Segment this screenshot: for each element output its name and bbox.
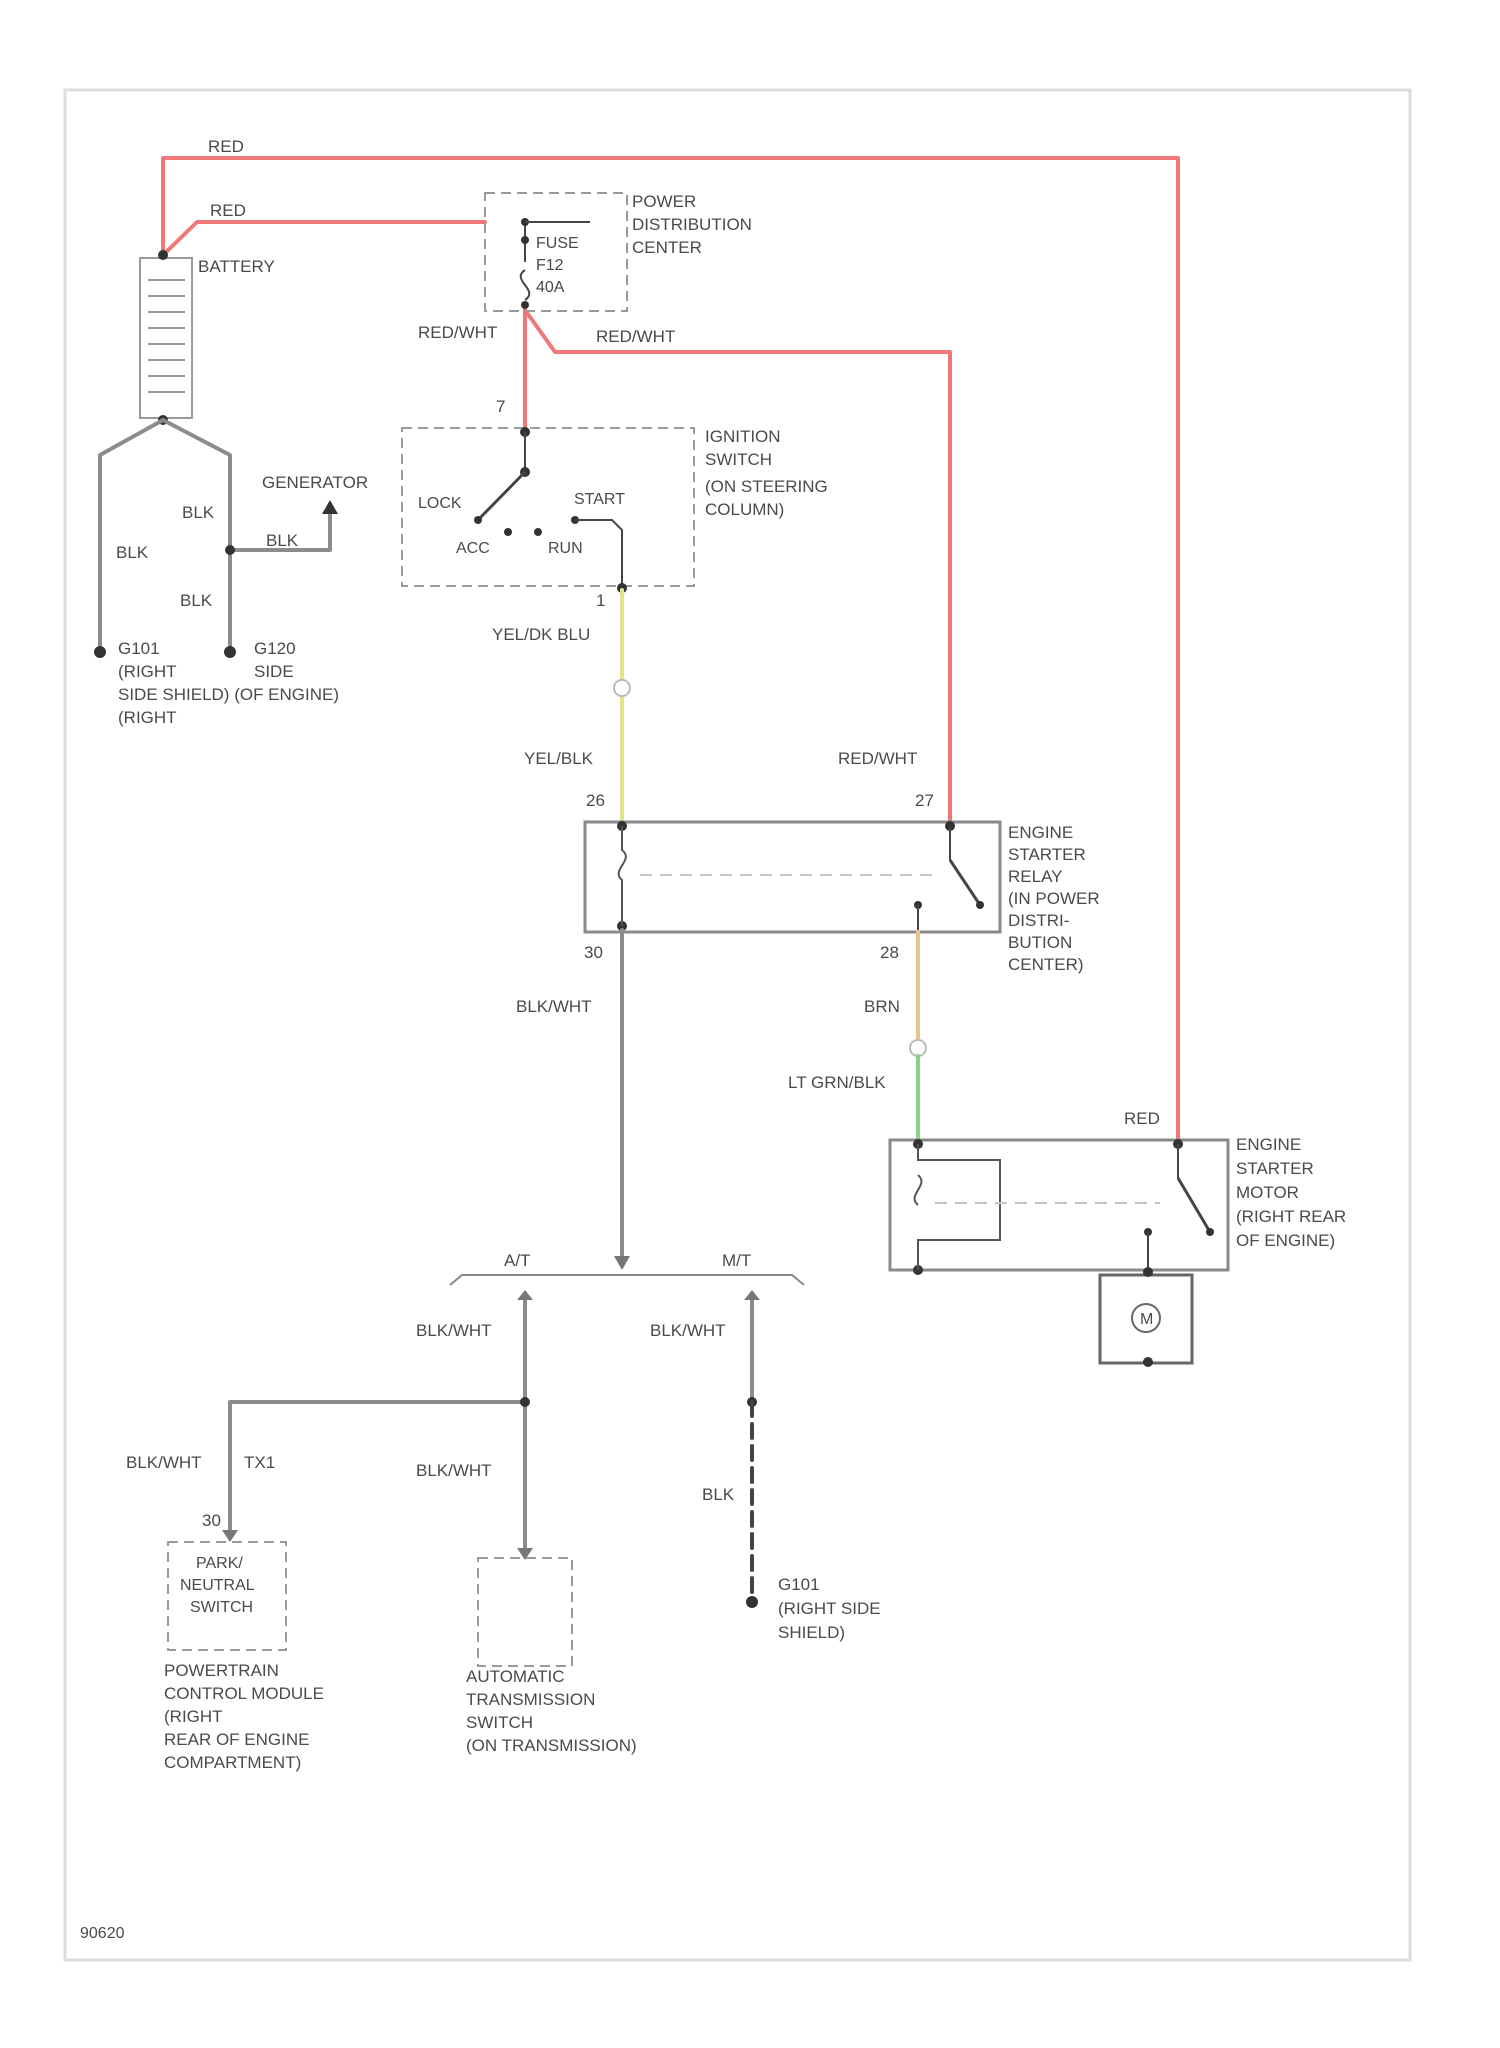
generator-arrow xyxy=(322,500,338,514)
wire-label-blk-ground: BLK xyxy=(702,1485,735,1504)
branch-label-at: A/T xyxy=(504,1251,530,1270)
connector-brn xyxy=(910,1040,926,1056)
trans-label-2: TRANSMISSION xyxy=(466,1690,595,1709)
pin-label-tx1: TX1 xyxy=(244,1453,275,1472)
trans-label-1: AUTOMATIC xyxy=(466,1667,565,1686)
wire-label-red-fuse: RED xyxy=(210,201,246,220)
pin-label-26: 26 xyxy=(586,791,605,810)
ground-g120-terminal xyxy=(224,646,236,658)
wire-label-blk-wht-at: BLK/WHT xyxy=(416,1321,492,1340)
red-wht-wire-fuse-to-relay xyxy=(525,310,950,822)
pin-label-30b: 30 xyxy=(202,1511,221,1530)
wire-label-blk-2: BLK xyxy=(266,531,299,550)
fuse-number: F12 xyxy=(536,257,564,274)
wire-label-blk-wht-main: BLK/WHT xyxy=(516,997,592,1016)
ignition-label-2: SWITCH xyxy=(705,450,772,469)
ignition-pos-start: START xyxy=(574,491,625,508)
engine-starter-relay xyxy=(585,821,1000,932)
battery xyxy=(140,250,192,425)
pnsw-label-3: SWITCH xyxy=(190,1599,253,1616)
wire-label-yel-blk: YEL/BLK xyxy=(524,749,594,768)
ignition-label-4: COLUMN) xyxy=(705,500,784,519)
red-wire-battery-to-fuse xyxy=(163,222,485,255)
pcm-label-4: REAR OF ENGINE xyxy=(164,1730,309,1749)
motor-label-1: ENGINE xyxy=(1236,1135,1301,1154)
ignition-pos-run: RUN xyxy=(548,540,583,557)
wire-label-generator: GENERATOR xyxy=(262,473,368,492)
relay-label-2: STARTER xyxy=(1008,845,1086,864)
wire-label-red-motor: RED xyxy=(1124,1109,1160,1128)
ground-g101-line2: (RIGHT xyxy=(118,662,177,681)
wire-label-yel-dk-blu: YEL/DK BLU xyxy=(492,625,590,644)
wire-label-brn: BRN xyxy=(864,997,900,1016)
motor-label-2: STARTER xyxy=(1236,1159,1314,1178)
blk-wire-battery-ground-left xyxy=(100,420,163,650)
relay-label-3: RELAY xyxy=(1008,867,1063,886)
relay-label-7: CENTER) xyxy=(1008,955,1084,974)
wire-label-red-wht-relay: RED/WHT xyxy=(838,749,917,768)
motor-symbol: M xyxy=(1140,1311,1153,1328)
ground-g120-label: G120 xyxy=(254,639,296,658)
fuse-label: FUSE xyxy=(536,235,579,252)
connector-yel xyxy=(614,680,630,696)
battery-label: BATTERY xyxy=(198,257,275,276)
footer-code: 90620 xyxy=(80,1925,125,1942)
ground-g101-bottom-terminal xyxy=(746,1596,758,1608)
pin-label-7: 7 xyxy=(496,397,505,416)
relay-label-4: (IN POWER xyxy=(1008,889,1100,908)
trans-label-4: (ON TRANSMISSION) xyxy=(466,1736,637,1755)
pcm-label-5: COMPARTMENT) xyxy=(164,1753,301,1772)
wire-label-red-wht-right: RED/WHT xyxy=(596,327,675,346)
ground-g101-terminal xyxy=(94,646,106,658)
auto-trans-switch-box xyxy=(478,1558,572,1666)
engine-starter-motor xyxy=(890,1139,1228,1367)
pnsw-label-2: NEUTRAL xyxy=(180,1577,255,1594)
pcm-label-1: POWERTRAIN xyxy=(164,1661,279,1680)
wire-label-blk-4: BLK xyxy=(180,591,213,610)
wire-label-blk-wht-mt: BLK/WHT xyxy=(650,1321,726,1340)
motor-label-4: (RIGHT REAR xyxy=(1236,1207,1346,1226)
motor-label-3: MOTOR xyxy=(1236,1183,1299,1202)
wire-label-red-wht-left: RED/WHT xyxy=(418,323,497,342)
relay-label-6: BUTION xyxy=(1008,933,1072,952)
ground-g101-line4: (RIGHT xyxy=(118,708,177,727)
pnsw-label-1: PARK/ xyxy=(196,1555,243,1572)
relay-label-5: DISTRI- xyxy=(1008,911,1069,930)
ground-br-label-3: SHIELD) xyxy=(778,1623,845,1642)
blk-wire-battery-ground-right xyxy=(163,420,230,650)
relay-label-1: ENGINE xyxy=(1008,823,1073,842)
ignition-pos-acc: ACC xyxy=(456,540,490,557)
pcm-label-2: CONTROL MODULE xyxy=(164,1684,324,1703)
trans-label-3: SWITCH xyxy=(466,1713,533,1732)
pdc-label-2: DISTRIBUTION xyxy=(632,215,752,234)
pdc-label-1: POWER xyxy=(632,192,696,211)
ground-br-label-1: G101 xyxy=(778,1575,820,1594)
ignition-label-1: IGNITION xyxy=(705,427,781,446)
wire-label-red-top: RED xyxy=(208,137,244,156)
pin-label-30: 30 xyxy=(584,943,603,962)
pdc-label-3: CENTER xyxy=(632,238,702,257)
splice-arrow xyxy=(614,1256,630,1270)
pin-label-28: 28 xyxy=(880,943,899,962)
pcm-label-3: (RIGHT xyxy=(164,1707,223,1726)
ignition-pos-lock: LOCK xyxy=(418,495,462,512)
ground-g101-line3: SIDE SHIELD) (OF ENGINE) xyxy=(118,685,339,704)
wire-label-blk-1: BLK xyxy=(182,503,215,522)
branch-label-mt: M/T xyxy=(722,1251,751,1270)
motor-label-5: OF ENGINE) xyxy=(1236,1231,1335,1250)
pin-label-27: 27 xyxy=(915,791,934,810)
pin-label-1: 1 xyxy=(596,591,605,610)
wire-label-blk-3: BLK xyxy=(116,543,149,562)
wire-label-blk-wht-trans: BLK/WHT xyxy=(416,1461,492,1480)
red-wire-battery-to-motor xyxy=(163,158,1178,1140)
ignition-label-3: (ON STEERING xyxy=(705,477,828,496)
wire-label-lt-grn-blk: LT GRN/BLK xyxy=(788,1073,886,1092)
ground-g101-label: G101 xyxy=(118,639,160,658)
ground-br-label-2: (RIGHT SIDE xyxy=(778,1599,881,1618)
branch-bar xyxy=(450,1275,804,1285)
wire-label-blk-wht-pcm: BLK/WHT xyxy=(126,1453,202,1472)
fuse-rating: 40A xyxy=(536,279,565,296)
ground-g120-line2: SIDE xyxy=(254,662,294,681)
